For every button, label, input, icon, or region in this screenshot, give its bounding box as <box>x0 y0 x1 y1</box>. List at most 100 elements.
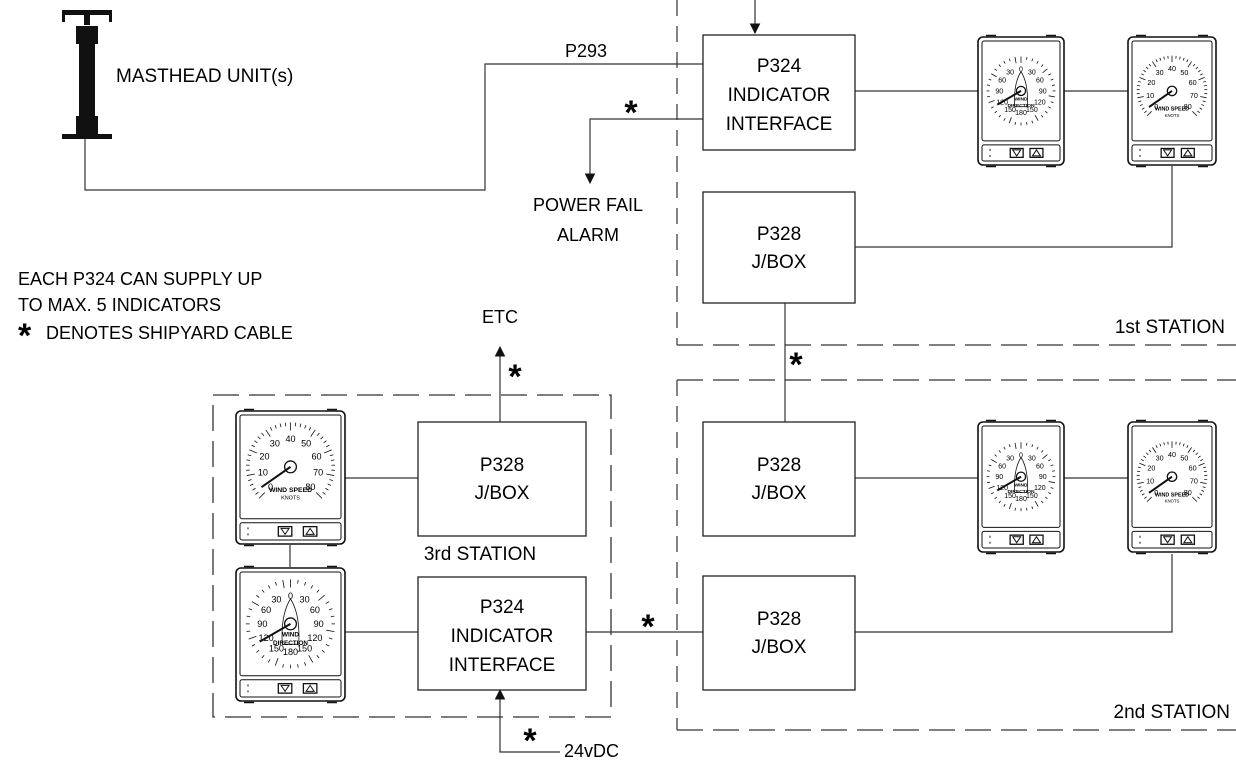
svg-text:0: 0 <box>1154 102 1158 111</box>
svg-text:0: 0 <box>268 482 273 492</box>
svg-text:120: 120 <box>307 633 322 643</box>
note-star: * <box>18 317 32 355</box>
p328-jbox-station3: P328 J/BOX <box>417 421 587 537</box>
svg-text:70: 70 <box>1190 91 1198 100</box>
cable-p293-label: P293 <box>565 41 607 61</box>
station-3-label: 3rd STATION <box>424 544 536 565</box>
svg-text:60: 60 <box>261 605 271 615</box>
station-1-label: 1st STATION <box>1115 317 1225 338</box>
svg-text:WIND: WIND <box>1014 97 1028 103</box>
svg-text:WIND: WIND <box>1014 483 1028 489</box>
svg-text:60: 60 <box>310 605 320 615</box>
svg-text:P328: P328 <box>757 609 801 630</box>
p328-jbox-station2-upper: P328 J/BOX <box>702 421 856 537</box>
svg-text:50: 50 <box>301 439 311 449</box>
svg-text:30: 30 <box>270 439 280 449</box>
svg-text:30: 30 <box>1006 455 1014 462</box>
svg-text:120: 120 <box>1034 485 1046 492</box>
masthead-label: MASTHEAD UNIT(s) <box>116 66 293 87</box>
svg-text:60: 60 <box>311 451 321 461</box>
svg-text:INTERFACE: INTERFACE <box>726 114 833 135</box>
svg-text:20: 20 <box>1147 464 1155 473</box>
svg-text:50: 50 <box>1180 454 1188 463</box>
svg-text:150: 150 <box>1004 493 1016 500</box>
note-line-1: EACH P324 CAN SUPPLY UP <box>18 269 262 289</box>
svg-text:80: 80 <box>1184 488 1192 497</box>
etc-label: ETC <box>482 307 518 327</box>
svg-text:WIND SPEED: WIND SPEED <box>269 487 312 494</box>
svg-text:30: 30 <box>1156 68 1164 77</box>
station-3-boundary <box>212 394 612 718</box>
svg-text:60: 60 <box>998 463 1006 470</box>
svg-text:80: 80 <box>1184 102 1192 111</box>
svg-text:150: 150 <box>1026 107 1038 114</box>
svg-text:70: 70 <box>1190 477 1198 486</box>
svg-text:INTERFACE: INTERFACE <box>449 655 556 676</box>
svg-text:0: 0 <box>1019 452 1023 459</box>
svg-text:90: 90 <box>1039 88 1047 95</box>
shipyard-star-supply: * <box>523 722 537 760</box>
svg-text:J/BOX: J/BOX <box>752 637 807 658</box>
note-line-3: DENOTES SHIPYARD CABLE <box>46 323 293 343</box>
wind-direction-indicator-s3: 0303060609090120120150150180WINDDIRECTIO… <box>235 565 346 704</box>
svg-text:60: 60 <box>1036 463 1044 470</box>
power-fail-label-1: POWER FAIL <box>533 195 643 215</box>
svg-text:90: 90 <box>314 619 324 629</box>
supply-label: 24vDC <box>564 741 619 761</box>
svg-text:90: 90 <box>257 619 267 629</box>
svg-text:180: 180 <box>1015 110 1027 117</box>
svg-text:P324: P324 <box>757 56 802 77</box>
p324-interface-top: P324 INDICATOR INTERFACE <box>702 34 856 151</box>
svg-text:KNOTS: KNOTS <box>1165 499 1180 504</box>
svg-text:30: 30 <box>1156 454 1164 463</box>
svg-text:WIND: WIND <box>282 632 299 639</box>
svg-text:KNOTS: KNOTS <box>281 496 300 502</box>
svg-text:0: 0 <box>1154 488 1158 497</box>
p328-jbox-station1: P328 J/BOX <box>702 191 856 304</box>
shipyard-star-etc: * <box>508 358 522 396</box>
svg-text:20: 20 <box>1147 78 1155 87</box>
svg-text:20: 20 <box>259 451 269 461</box>
svg-text:0: 0 <box>288 591 293 601</box>
shipyard-star-s3-s2: * <box>641 608 655 646</box>
svg-text:180: 180 <box>1015 496 1027 503</box>
station-2-label: 2nd STATION <box>1114 702 1231 723</box>
svg-text:120: 120 <box>1034 99 1046 106</box>
svg-text:60: 60 <box>1189 464 1197 473</box>
svg-text:40: 40 <box>1168 450 1176 459</box>
svg-text:50: 50 <box>1180 68 1188 77</box>
svg-text:J/BOX: J/BOX <box>475 483 530 504</box>
wind-direction-indicator-s2: 0303060609090120120150150180WINDDIRECTIO… <box>977 419 1065 555</box>
svg-text:180: 180 <box>283 647 298 657</box>
svg-text:30: 30 <box>1028 455 1036 462</box>
svg-text:90: 90 <box>995 474 1003 481</box>
svg-text:40: 40 <box>285 434 295 444</box>
p328-jbox-station2-lower: P328 J/BOX <box>702 575 856 691</box>
station-2-boundary <box>676 379 1236 731</box>
svg-text:90: 90 <box>995 88 1003 95</box>
p324-interface-station3: P324 INDICATOR INTERFACE <box>417 576 587 691</box>
wiring <box>84 0 1173 753</box>
svg-text:KNOTS: KNOTS <box>1165 113 1180 118</box>
svg-text:150: 150 <box>1026 493 1038 500</box>
masthead-unit-icon <box>62 10 112 139</box>
svg-text:150: 150 <box>269 643 284 653</box>
wind-direction-indicator-s1: 0303060609090120120150150180WINDDIRECTIO… <box>977 34 1065 168</box>
station-1-boundary <box>676 0 1236 346</box>
svg-text:40: 40 <box>1168 64 1176 73</box>
svg-text:P328: P328 <box>757 224 801 245</box>
svg-text:INDICATOR: INDICATOR <box>728 85 831 106</box>
shipyard-star-s1-s2: * <box>789 346 803 384</box>
note-line-2: TO MAX. 5 INDICATORS <box>18 295 221 315</box>
svg-text:10: 10 <box>258 468 268 478</box>
svg-text:DIRECTION: DIRECTION <box>1008 489 1035 495</box>
svg-text:10: 10 <box>1146 477 1154 486</box>
svg-text:P328: P328 <box>757 455 801 476</box>
svg-text:10: 10 <box>1146 91 1154 100</box>
svg-text:150: 150 <box>1004 107 1016 114</box>
svg-text:30: 30 <box>300 595 310 605</box>
